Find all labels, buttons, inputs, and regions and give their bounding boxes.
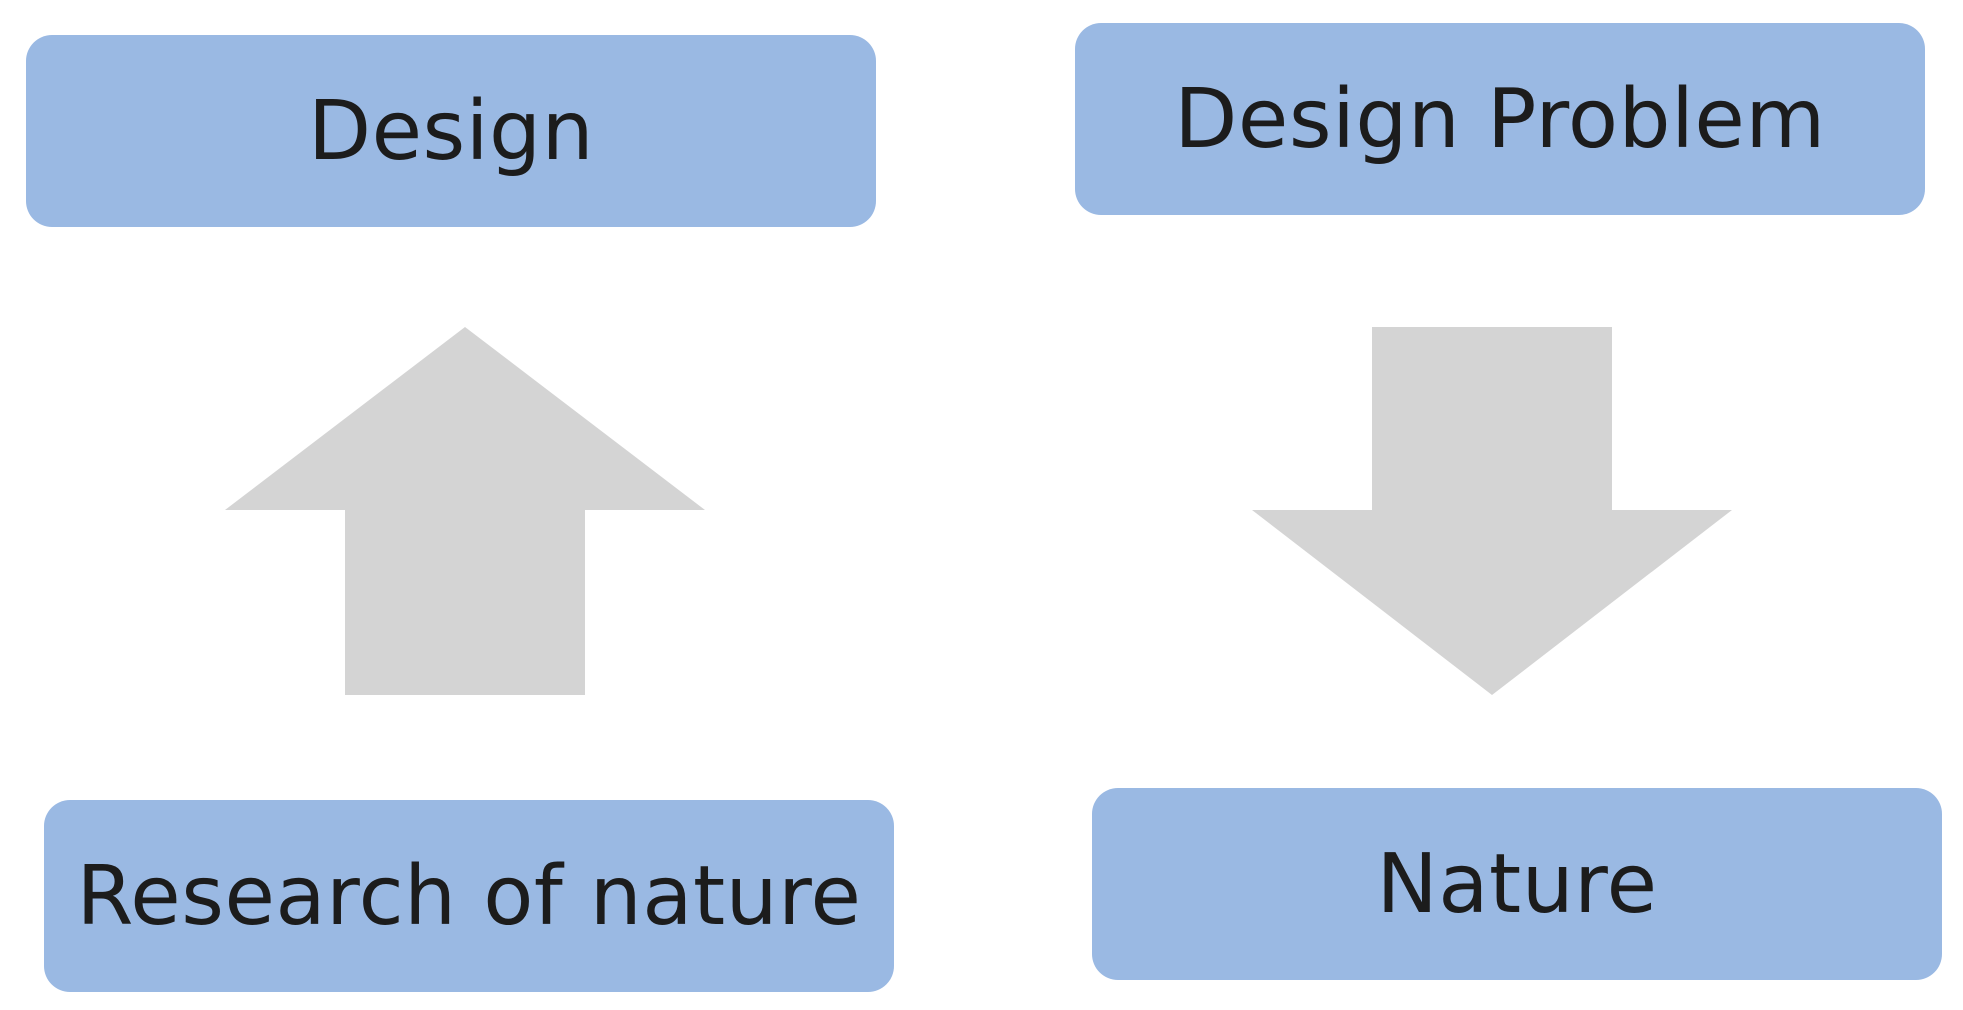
arrow-up-icon [225,327,705,695]
nature-label: Nature [1376,836,1658,932]
arrow-down-icon [1252,327,1732,695]
design-problem-box: Design Problem [1075,23,1925,215]
design-box: Design [26,35,876,227]
nature-box: Nature [1092,788,1942,980]
design-problem-label: Design Problem [1174,71,1826,167]
research-of-nature-box: Research of nature [44,800,894,992]
research-of-nature-label: Research of nature [76,848,862,944]
design-label: Design [307,83,595,179]
